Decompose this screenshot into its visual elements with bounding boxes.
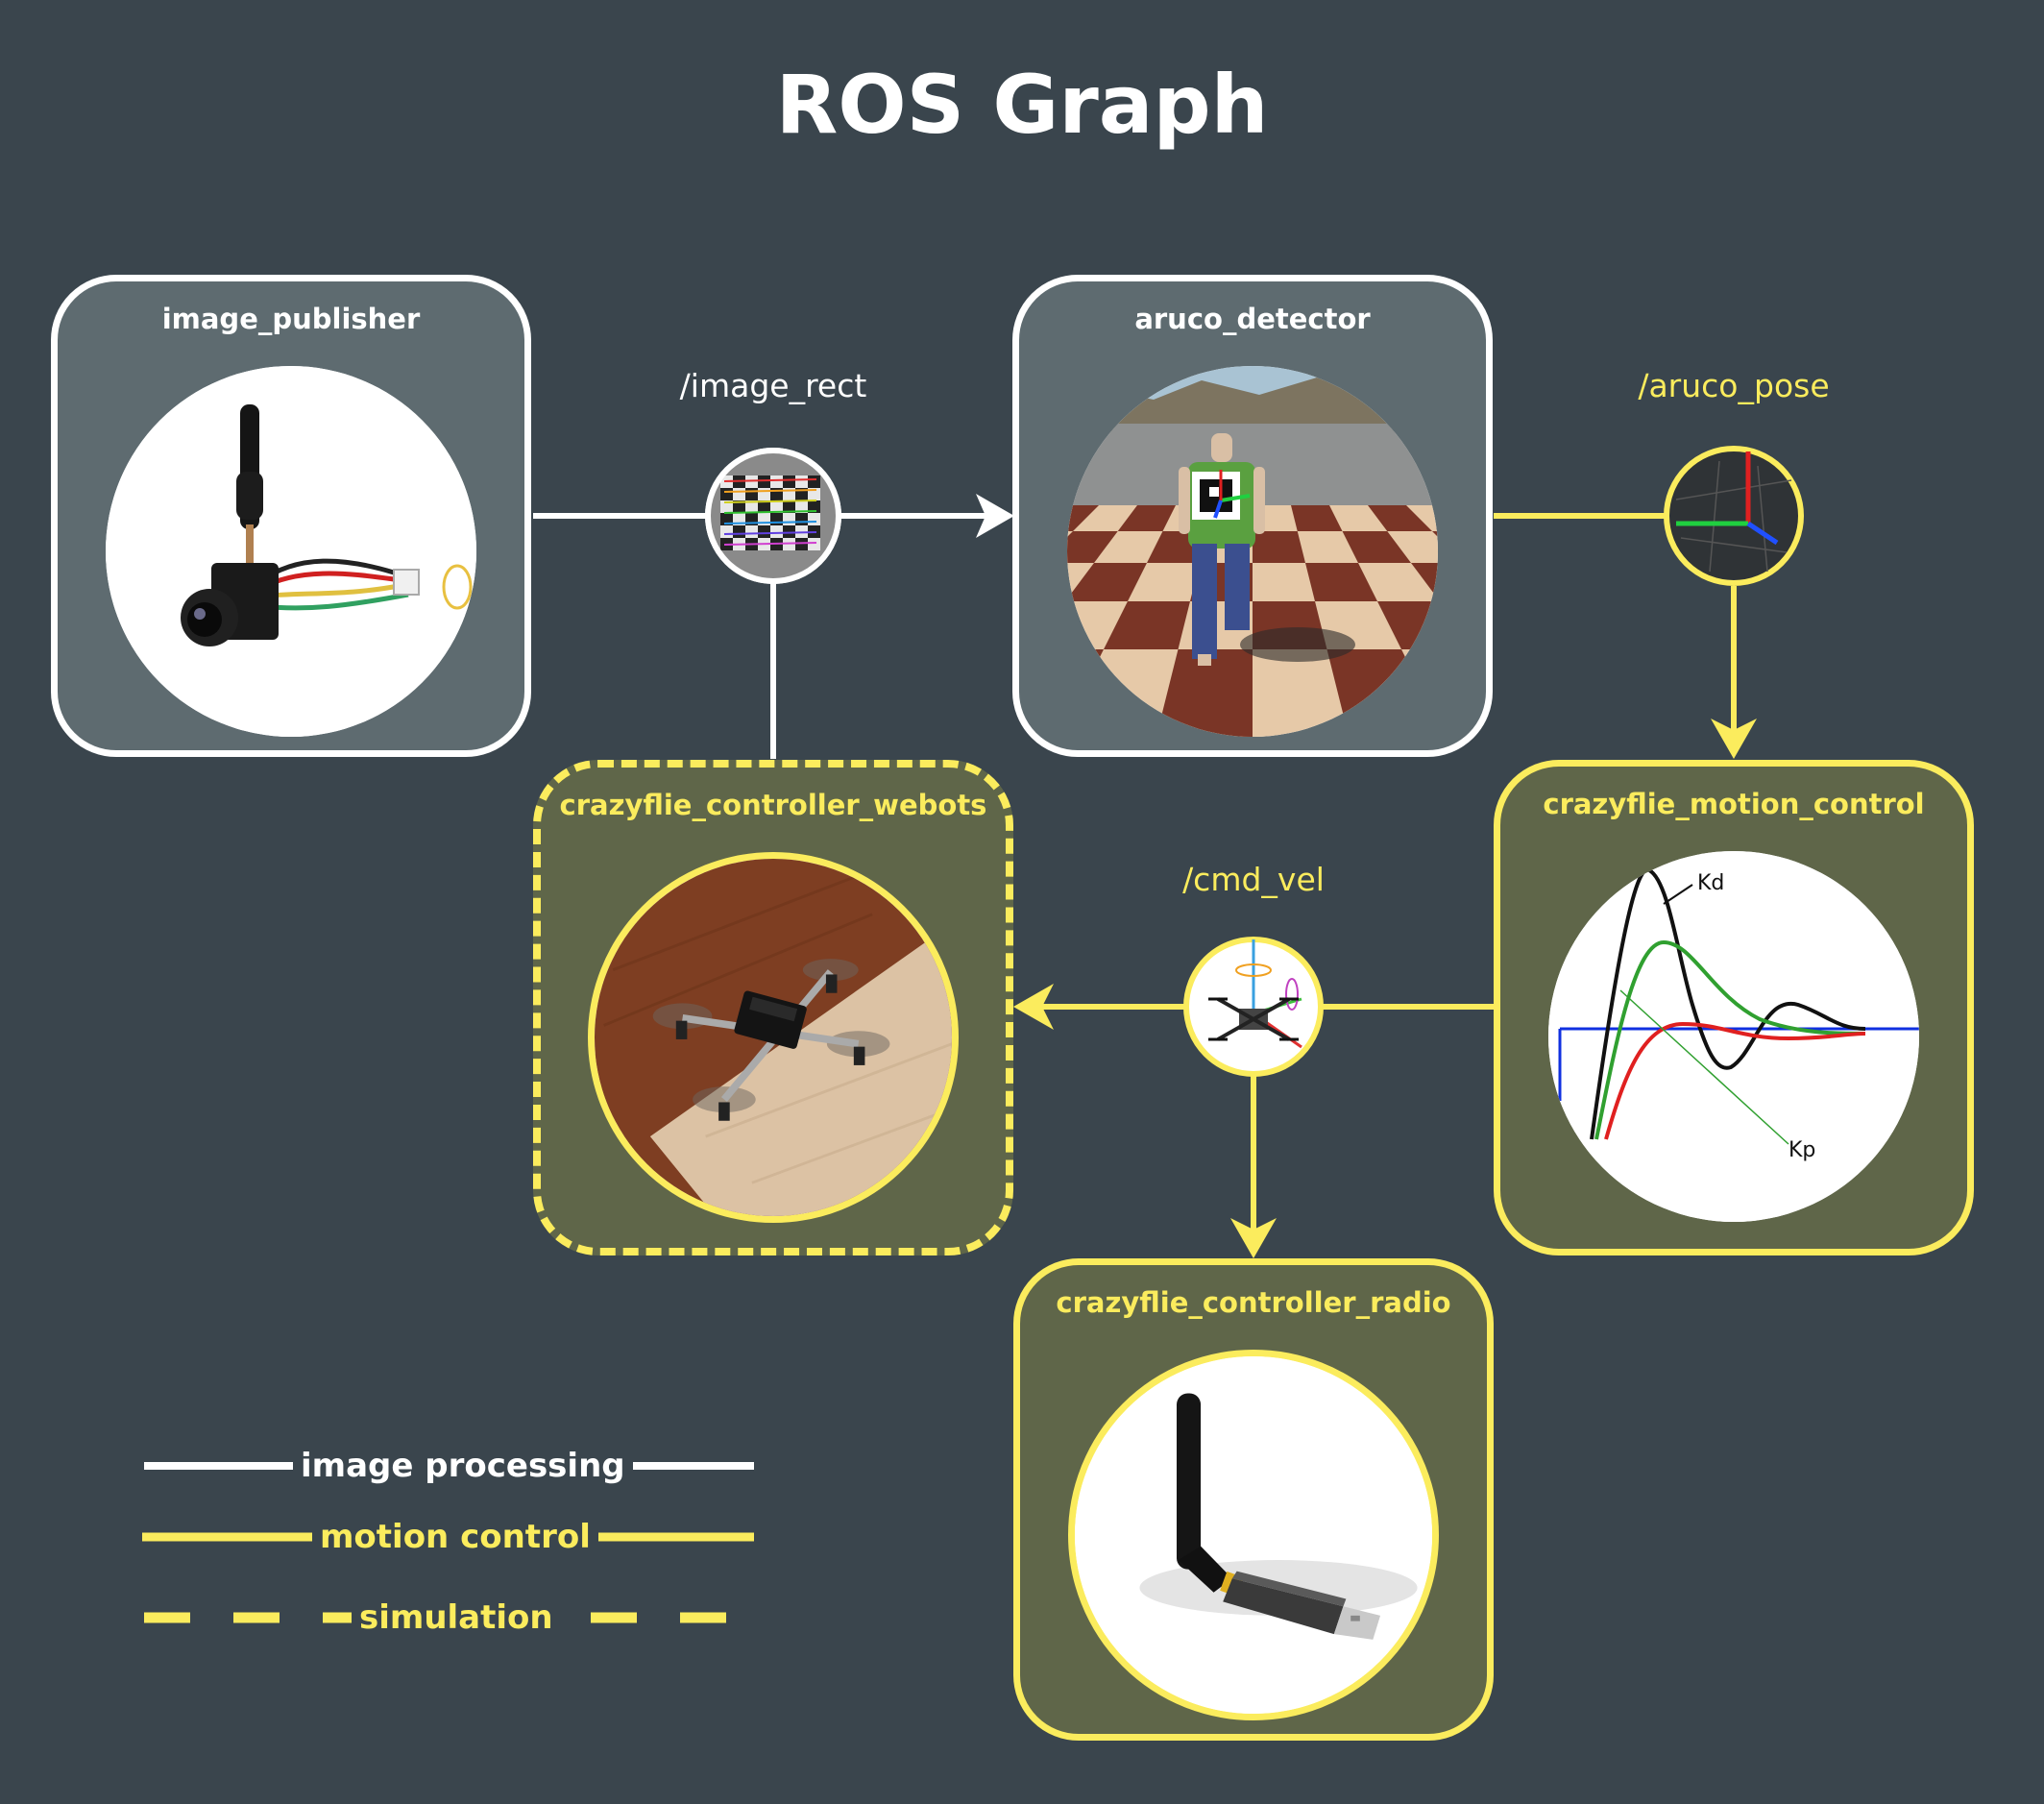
topic-label-image-rect: /image_rect — [679, 367, 867, 404]
usb-radio-dongle-icon — [1075, 1356, 1432, 1714]
drone-velocity-axes-icon — [1208, 939, 1302, 1049]
node-label: crazyflie_controller_radio — [1056, 1286, 1451, 1319]
node-label: crazyflie_controller_webots — [559, 789, 987, 821]
arrow-into-radio — [1230, 1218, 1277, 1258]
topic-image-rect-circle[interactable] — [705, 448, 841, 584]
arrow-into-motion-control — [1711, 719, 1757, 759]
node-image-circle — [1067, 366, 1438, 737]
node-image-publisher[interactable]: image_publisher — [51, 275, 531, 757]
walking-person-checkerboard-icon — [1067, 366, 1438, 737]
pid-response-plot-icon: Kd Kp — [1548, 851, 1919, 1222]
node-label: aruco_detector — [1134, 303, 1371, 335]
node-image-circle — [588, 852, 959, 1223]
calibration-checkerboard-icon — [720, 475, 820, 550]
quadcopter-drone-icon — [595, 859, 952, 1216]
topic-aruco-pose-circle[interactable] — [1664, 446, 1804, 586]
drone-body — [652, 959, 890, 1121]
node-image-circle — [1068, 1350, 1439, 1720]
arrow-into-webots — [1013, 984, 1054, 1030]
pose-axes-icon — [1675, 451, 1792, 573]
topic-label-aruco-pose: /aruco_pose — [1638, 367, 1830, 404]
topic-label-cmd-vel: /cmd_vel — [1182, 861, 1325, 898]
arrow-into-aruco-detector — [976, 494, 1014, 538]
page-title: ROS Graph — [775, 58, 1269, 152]
walking-figure — [1179, 433, 1355, 666]
node-crazyflie-controller-webots[interactable]: crazyflie_controller_webots — [533, 760, 1013, 1255]
fpv-camera-icon — [106, 366, 476, 737]
kd-label: Kd — [1697, 871, 1724, 895]
node-aruco-detector[interactable]: aruco_detector — [1012, 275, 1493, 757]
node-crazyflie-motion-control[interactable]: crazyflie_motion_control Kd Kp — [1494, 760, 1974, 1255]
node-label: image_publisher — [161, 303, 421, 335]
legend-label-motion-control: motion control — [312, 1518, 598, 1556]
legend-label-simulation: simulation — [352, 1598, 561, 1637]
topic-cmd-vel-circle[interactable] — [1183, 937, 1324, 1077]
node-image-circle — [106, 366, 476, 737]
node-label: crazyflie_motion_control — [1543, 788, 1925, 820]
node-image-circle: Kd Kp — [1548, 851, 1919, 1222]
kp-label: Kp — [1788, 1138, 1815, 1162]
node-crazyflie-controller-radio[interactable]: crazyflie_controller_radio — [1013, 1258, 1494, 1741]
legend-label-image-processing: image processing — [293, 1447, 633, 1485]
